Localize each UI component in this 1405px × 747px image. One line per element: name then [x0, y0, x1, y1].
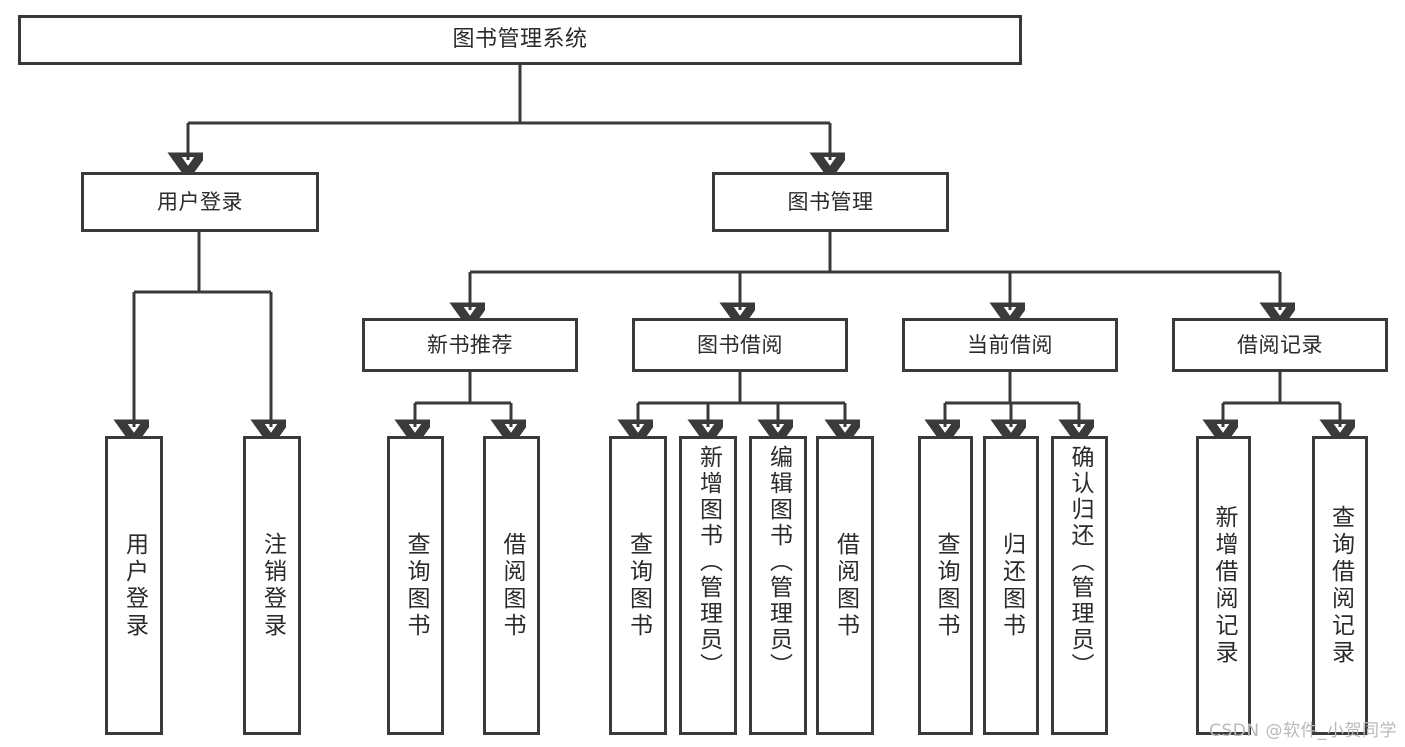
node-label: 新增借阅记录 — [1211, 504, 1237, 667]
leaf-borrow-record-add-record[interactable]: 新增借阅记录 — [1196, 436, 1251, 735]
node-label: 借阅图书 — [499, 531, 525, 640]
node-label: 归还图书 — [998, 531, 1025, 640]
node-label: 查询图书 — [625, 531, 652, 640]
node-label: 用户登录 — [121, 531, 148, 640]
node-label: 图书管理 — [787, 189, 874, 214]
leaf-book-borrow-edit-book-admin[interactable]: 编辑图书（管理员） — [749, 436, 807, 735]
leaf-user-login-login[interactable]: 用户登录 — [105, 436, 163, 735]
node-book-management[interactable]: 图书管理 — [712, 172, 949, 232]
node-book-borrow[interactable]: 图书借阅 — [632, 318, 848, 372]
node-label: 查询图书 — [933, 531, 959, 640]
node-user-login[interactable]: 用户登录 — [81, 172, 319, 232]
node-borrow-record[interactable]: 借阅记录 — [1172, 318, 1388, 372]
node-label: 用户登录 — [157, 189, 243, 214]
leaf-current-borrow-return-book[interactable]: 归还图书 — [983, 436, 1039, 735]
leaf-book-borrow-add-book-admin[interactable]: 新增图书（管理员） — [679, 436, 737, 735]
node-new-book-recommend[interactable]: 新书推荐 — [362, 318, 578, 372]
node-label: 当前借阅 — [967, 332, 1053, 357]
node-label: 查询图书 — [403, 531, 429, 640]
node-root-book-management-system[interactable]: 图书管理系统 — [18, 15, 1022, 65]
node-label: 新书推荐 — [427, 332, 513, 357]
node-label: 图书管理系统 — [452, 27, 588, 53]
node-label: 注销登录 — [259, 531, 286, 640]
node-label: 新增图书（管理员） — [695, 445, 722, 679]
leaf-new-book-query-book[interactable]: 查询图书 — [387, 436, 444, 735]
node-label: 借阅记录 — [1237, 332, 1323, 357]
leaf-current-borrow-confirm-return-admin[interactable]: 确认归还（管理员） — [1051, 436, 1108, 735]
leaf-user-login-logout[interactable]: 注销登录 — [243, 436, 301, 735]
leaf-current-borrow-query-book[interactable]: 查询图书 — [918, 436, 973, 735]
leaf-new-book-borrow-book[interactable]: 借阅图书 — [483, 436, 540, 735]
node-label: 查询借阅记录 — [1327, 504, 1354, 667]
node-label: 图书借阅 — [697, 332, 783, 357]
node-label: 确认归还（管理员） — [1067, 445, 1093, 679]
node-label: 编辑图书（管理员） — [765, 445, 792, 679]
leaf-borrow-record-query-record[interactable]: 查询借阅记录 — [1312, 436, 1368, 735]
leaf-book-borrow-query-book[interactable]: 查询图书 — [609, 436, 667, 735]
node-current-borrow[interactable]: 当前借阅 — [902, 318, 1118, 372]
node-label: 借阅图书 — [832, 531, 859, 640]
leaf-book-borrow-borrow-book[interactable]: 借阅图书 — [816, 436, 874, 735]
